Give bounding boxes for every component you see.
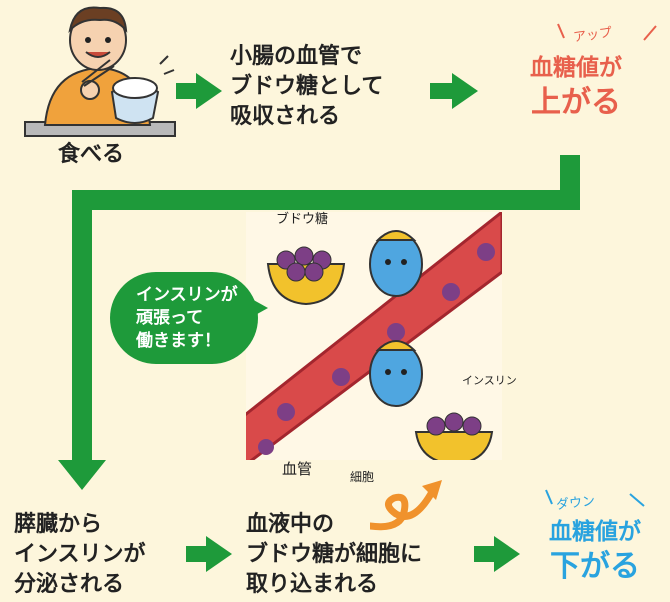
bubble-line-1: インスリンが [136,285,238,305]
result-up: 血糖値が 上がる [496,52,656,122]
arrow-3-head [206,536,232,572]
insulin-illustration [246,212,502,460]
speech-bubble: インスリンが 頑張って 働きます！ [110,272,258,364]
connector-down-left [72,190,92,462]
up-note-marks [552,18,660,58]
speech-bubble-tail [250,298,268,318]
connector-horizontal [72,190,580,210]
label-vessel: 血管 [282,460,313,478]
step2-text: 小腸の血管で ブドウ糖として 吸収される [230,42,383,132]
step1-label: 食べる [58,142,125,167]
bubble-line-2: 頑張って [136,308,204,328]
down-note-marks [540,486,650,516]
eating-illustration [20,0,180,170]
label-glucose: ブドウ糖 [276,212,329,227]
result-up-line1: 血糖値が [530,55,622,81]
arrow-4-stem [474,546,496,562]
connector-arrowhead [58,460,106,490]
arrow-2-stem [430,83,454,99]
step5-line-3: 取り込まれる [246,572,379,597]
step2-line-1: 小腸の血管で [230,44,363,69]
orange-curl-arrow [366,470,450,540]
bubble-line-3: 働きます！ [136,331,221,351]
result-down: 血糖値が 下がる [520,516,670,586]
arrow-1-stem [176,83,198,99]
step4-line-1: 膵臓から [14,512,103,537]
step4-line-2: インスリンが [14,542,146,567]
step2-line-3: 吸収される [230,104,341,129]
step5-line-2: ブドウ糖が細胞に [246,542,423,567]
result-down-line2: 下がる [550,549,640,584]
step4-line-3: 分泌される [14,572,125,597]
arrow-3-stem [186,546,208,562]
step2-line-2: ブドウ糖として [230,74,384,99]
blood-vessel-icon [246,212,502,460]
label-insulin: インスリン [462,374,517,387]
label-cell: 細胞 [350,470,375,484]
arrow-2-head [452,73,478,109]
man-eating-rice-icon [24,6,176,137]
step5-text: 血液中の ブドウ糖が細胞に 取り込まれる [246,510,422,600]
result-down-line1: 血糖値が [549,519,641,545]
step5-line-1: 血液中の [246,512,335,537]
result-up-line2: 上がる [531,85,621,120]
arrow-1-head [196,73,222,109]
arrow-4-head [494,536,520,572]
step4-text: 膵臓から インスリンが 分泌される [14,510,146,600]
